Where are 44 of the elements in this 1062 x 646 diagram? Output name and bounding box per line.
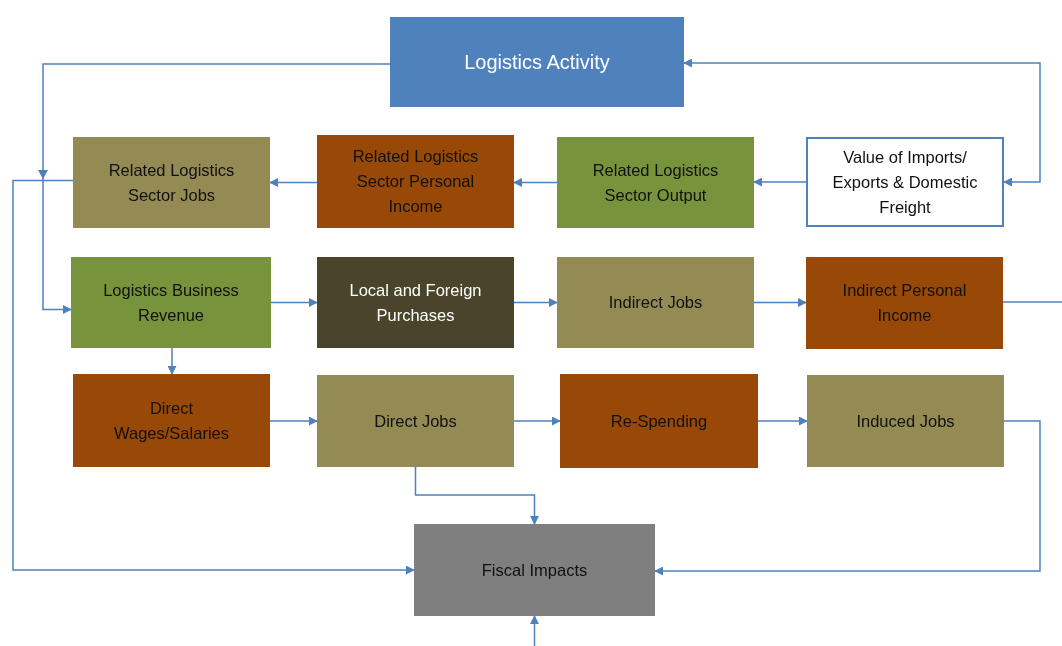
arrow: [513, 298, 558, 307]
box-label: Local and Foreign Purchases: [348, 279, 483, 326]
process-box: [317, 135, 514, 228]
arrow: [269, 178, 318, 187]
arrow: [757, 416, 808, 426]
box-label: Fiscal Impacts: [481, 559, 588, 581]
box-label: Direct Jobs: [374, 410, 457, 432]
box-label: Indirect Personal Income: [841, 280, 968, 326]
arrow: [683, 58, 1041, 187]
arrow: [270, 298, 318, 307]
box-label: Related Logistics Sector Jobs: [107, 159, 236, 206]
box-label: Re-Spending: [610, 410, 708, 432]
arrow: [513, 178, 558, 187]
arrow: [654, 420, 1041, 576]
box-label: Induced Jobs: [856, 410, 955, 432]
process-box: [73, 137, 270, 228]
arrow: [513, 416, 561, 426]
process-box: [560, 374, 758, 468]
box-label: Related Logistics Sector Output: [591, 159, 720, 206]
box-label: Related Logistics Sector Personal Income: [351, 146, 480, 217]
arrow: [12, 179, 415, 575]
box-label: Value of Imports/ Exports & Domestic Freight: [832, 146, 978, 218]
process-box: [414, 524, 655, 616]
box-label: Indirect Jobs: [608, 292, 703, 313]
process-box: [317, 375, 514, 467]
arrow: [753, 298, 807, 307]
arrow: [167, 347, 177, 375]
process-box: [806, 137, 1004, 227]
box-label: Direct Wages/Salaries: [113, 397, 230, 444]
process-box: [557, 137, 754, 228]
arrow: [269, 416, 318, 426]
process-box: [317, 257, 514, 348]
process-box: [557, 257, 754, 348]
box-label: Logistics Activity: [464, 49, 610, 75]
process-box: [806, 257, 1003, 349]
arrow: [753, 177, 807, 187]
arrow: [38, 63, 391, 314]
process-box: [807, 375, 1004, 467]
arrow: [530, 615, 539, 646]
process-box: [73, 374, 270, 467]
box-label: Logistics Business Revenue: [102, 279, 240, 326]
process-box: [390, 17, 684, 107]
process-box: [71, 257, 271, 348]
arrow: [414, 466, 539, 525]
